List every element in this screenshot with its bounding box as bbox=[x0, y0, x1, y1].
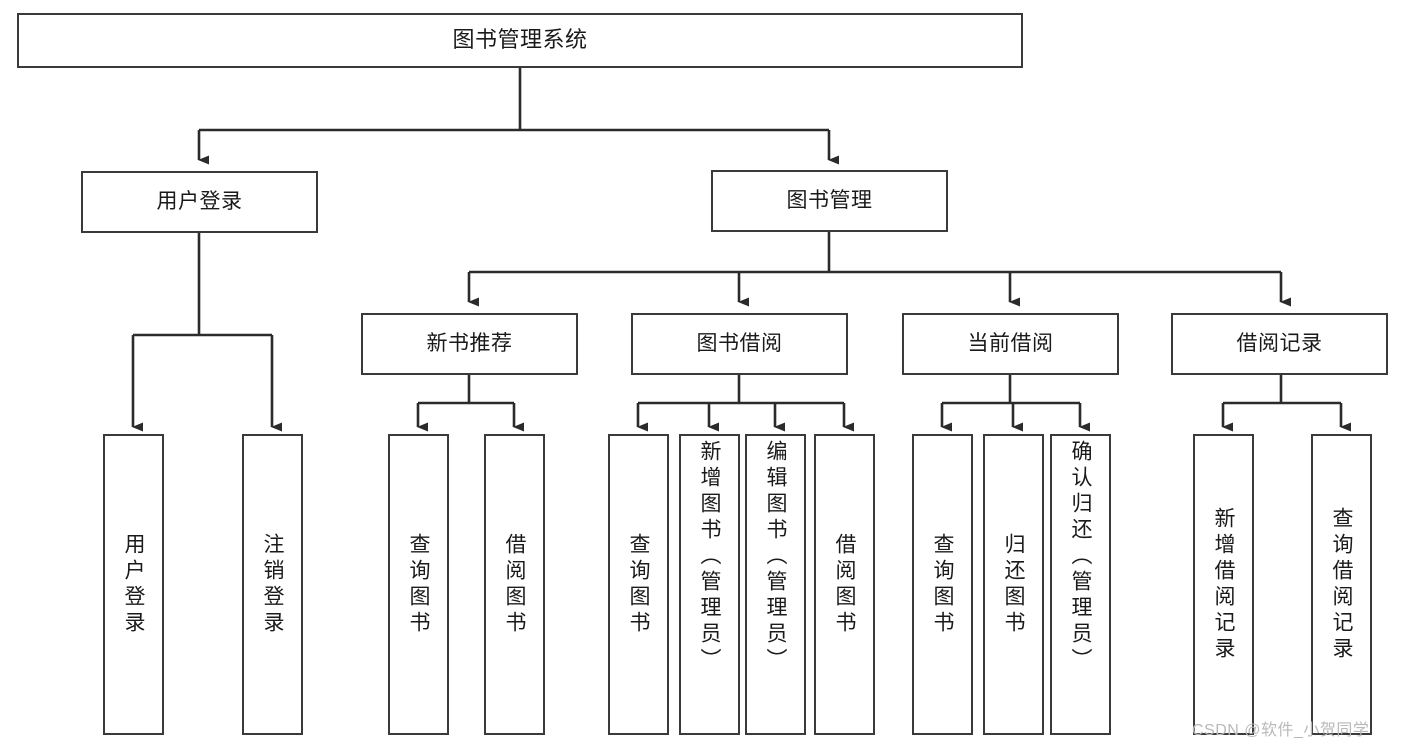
node-book-borrow-label: 图书借阅 bbox=[696, 332, 783, 356]
node-leaf-return-book-label: 归还图书 bbox=[1002, 532, 1026, 637]
node-book-manage-label: 图书管理 bbox=[786, 189, 873, 213]
node-leaf-query-book-2-label: 查询图书 bbox=[627, 532, 651, 637]
node-root[interactable]: 图书管理系统 bbox=[17, 13, 1023, 68]
node-leaf-add-book-label: 新增图书（管理员） bbox=[698, 440, 722, 674]
node-leaf-add-book[interactable]: 新增图书（管理员） bbox=[679, 434, 740, 735]
node-leaf-borrow-book-2-label: 借阅图书 bbox=[833, 532, 857, 637]
node-borrow-record-label: 借阅记录 bbox=[1236, 332, 1323, 356]
node-leaf-query-book-3-label: 查询图书 bbox=[931, 532, 955, 637]
node-leaf-query-record[interactable]: 查询借阅记录 bbox=[1311, 434, 1372, 735]
node-leaf-borrow-book-1-label: 借阅图书 bbox=[503, 532, 527, 637]
node-user-login-label: 用户登录 bbox=[156, 190, 243, 214]
node-borrow-record[interactable]: 借阅记录 bbox=[1171, 313, 1388, 375]
node-leaf-user-login[interactable]: 用户登录 bbox=[103, 434, 164, 735]
node-leaf-confirm-return[interactable]: 确认归还（管理员） bbox=[1050, 434, 1111, 735]
node-current-borrow[interactable]: 当前借阅 bbox=[902, 313, 1119, 375]
node-user-login[interactable]: 用户登录 bbox=[81, 171, 318, 233]
node-leaf-query-book-1-label: 查询图书 bbox=[407, 532, 431, 637]
node-leaf-edit-book[interactable]: 编辑图书（管理员） bbox=[745, 434, 806, 735]
node-leaf-return-book[interactable]: 归还图书 bbox=[983, 434, 1044, 735]
node-leaf-confirm-return-label: 确认归还（管理员） bbox=[1069, 440, 1093, 674]
node-leaf-query-record-label: 查询借阅记录 bbox=[1330, 506, 1354, 663]
node-leaf-borrow-book-1[interactable]: 借阅图书 bbox=[484, 434, 545, 735]
node-book-manage[interactable]: 图书管理 bbox=[711, 170, 948, 232]
node-leaf-query-book-3[interactable]: 查询图书 bbox=[912, 434, 973, 735]
node-leaf-edit-book-label: 编辑图书（管理员） bbox=[764, 440, 788, 674]
node-new-book-recommend[interactable]: 新书推荐 bbox=[361, 313, 578, 375]
node-leaf-user-login-label: 用户登录 bbox=[122, 532, 146, 637]
node-new-book-recommend-label: 新书推荐 bbox=[426, 332, 513, 356]
node-current-borrow-label: 当前借阅 bbox=[967, 332, 1054, 356]
node-leaf-query-book-2[interactable]: 查询图书 bbox=[608, 434, 669, 735]
node-book-borrow[interactable]: 图书借阅 bbox=[631, 313, 848, 375]
node-leaf-add-record-label: 新增借阅记录 bbox=[1212, 506, 1236, 663]
node-leaf-logout-label: 注销登录 bbox=[261, 532, 285, 637]
node-leaf-borrow-book-2[interactable]: 借阅图书 bbox=[814, 434, 875, 735]
node-leaf-query-book-1[interactable]: 查询图书 bbox=[388, 434, 449, 735]
node-leaf-logout[interactable]: 注销登录 bbox=[242, 434, 303, 735]
node-leaf-add-record[interactable]: 新增借阅记录 bbox=[1193, 434, 1254, 735]
node-root-label: 图书管理系统 bbox=[452, 27, 588, 53]
